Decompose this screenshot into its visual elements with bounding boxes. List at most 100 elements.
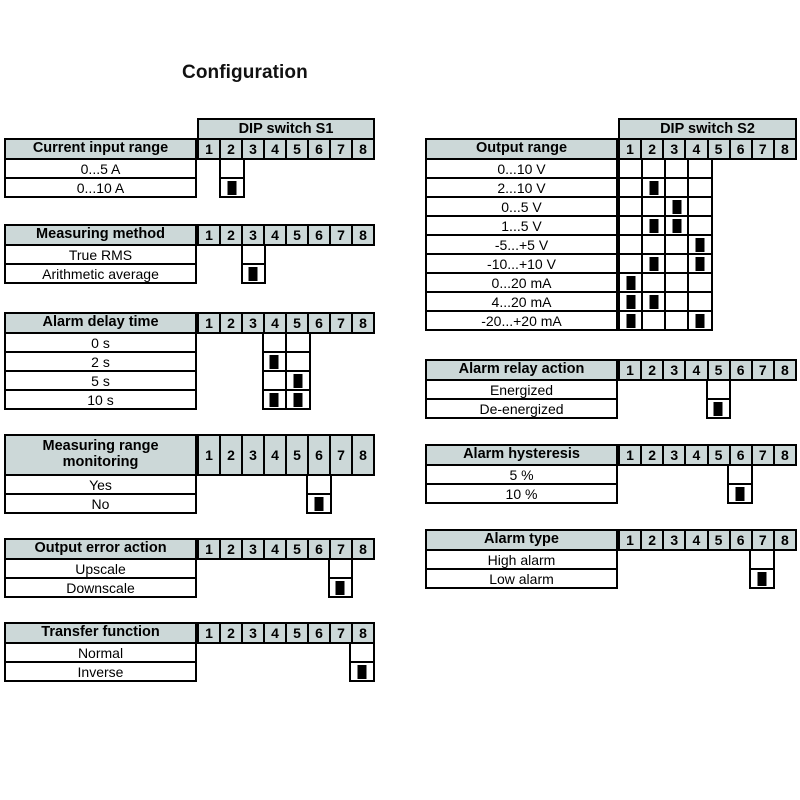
switch-cell-on-5[interactable]	[286, 389, 311, 410]
switch-cell-1[interactable]	[618, 253, 643, 274]
switch-cell-6	[734, 215, 755, 236]
switch-cell-6	[310, 158, 332, 179]
switch-cell-4[interactable]	[688, 196, 713, 217]
switch-number-8: 8	[773, 529, 797, 551]
switch-cell-2[interactable]	[642, 272, 666, 293]
switch-cell-7[interactable]	[749, 549, 776, 570]
switch-cell-on-4[interactable]	[688, 253, 713, 274]
switch-cell-on-2[interactable]	[642, 253, 666, 274]
switch-cell-7[interactable]	[327, 558, 354, 579]
switch-cell-4[interactable]	[688, 272, 713, 293]
option-label: 2...10 V	[425, 177, 618, 198]
switch-cell-on-1[interactable]	[618, 272, 643, 293]
switch-cell-7	[755, 310, 776, 331]
switch-cell-on-4[interactable]	[688, 310, 713, 331]
switch-cell-1[interactable]	[618, 196, 643, 217]
switch-cell-1[interactable]	[618, 177, 643, 198]
switch-cell-2[interactable]	[218, 158, 245, 179]
switch-cell-on-4[interactable]	[261, 389, 286, 410]
switch-cell-on-5[interactable]	[705, 398, 732, 419]
switch-cell-3[interactable]	[665, 272, 689, 293]
switch-cell-on-7[interactable]	[749, 568, 776, 589]
table-row: True RMS	[4, 244, 375, 265]
option-label: 10 s	[4, 389, 197, 410]
switch-cell-4[interactable]	[688, 215, 713, 236]
switch-cell-6	[734, 310, 755, 331]
switch-cell-4[interactable]	[261, 332, 286, 353]
switch-cell-2	[219, 263, 241, 284]
switch-cell-3[interactable]	[240, 244, 267, 265]
switch-cell-3[interactable]	[665, 253, 689, 274]
switch-cell-6[interactable]	[305, 474, 332, 495]
switch-cell-on-1[interactable]	[618, 310, 643, 331]
switch-marker-icon	[314, 496, 324, 511]
switch-cell-on-8[interactable]	[349, 661, 375, 682]
switch-cell-8	[776, 177, 797, 198]
switch-cell-4[interactable]	[261, 370, 286, 391]
table-row: 0...10 V	[425, 158, 797, 179]
switch-number-6: 6	[729, 359, 752, 381]
switch-number-3: 3	[242, 138, 264, 160]
switch-cell-2[interactable]	[642, 234, 666, 255]
table-title-cell: Measuring range monitoring	[4, 434, 197, 476]
switch-cell-5[interactable]	[286, 332, 311, 353]
switch-cell-4[interactable]	[688, 177, 713, 198]
switch-cell-1[interactable]	[618, 215, 643, 236]
switch-cell-on-2[interactable]	[642, 291, 666, 312]
switch-cell-on-3[interactable]	[240, 263, 267, 284]
switch-cell-3	[662, 483, 684, 504]
switch-cell-5[interactable]	[705, 379, 732, 400]
switch-cell-5[interactable]	[286, 351, 311, 372]
switch-cell-8[interactable]	[349, 642, 375, 663]
switch-number-7: 7	[751, 138, 774, 160]
switch-cell-on-3[interactable]	[665, 196, 689, 217]
switch-cell-6	[310, 263, 332, 284]
switch-cell-2[interactable]	[642, 196, 666, 217]
switch-cell-1[interactable]	[618, 234, 643, 255]
switch-cell-on-2[interactable]	[642, 177, 666, 198]
switch-cell-2	[219, 332, 241, 353]
switch-cell-on-6[interactable]	[727, 483, 754, 504]
switch-cell-2[interactable]	[642, 158, 666, 179]
switch-cell-4	[262, 474, 284, 495]
switch-cell-on-2[interactable]	[642, 215, 666, 236]
switch-cell-3[interactable]	[665, 158, 689, 179]
switch-cell-on-4[interactable]	[688, 234, 713, 255]
switch-cell-4[interactable]	[688, 158, 713, 179]
switch-number-4: 4	[264, 224, 286, 246]
switch-cell-7	[755, 272, 776, 293]
switch-marker-icon	[649, 256, 659, 271]
switch-cell-6[interactable]	[727, 464, 754, 485]
table-title-cell: Current input range	[4, 138, 197, 160]
switch-number-6: 6	[729, 444, 752, 466]
switch-cell-on-7[interactable]	[327, 577, 354, 598]
switch-cell-on-6[interactable]	[305, 493, 332, 514]
switch-cell-3[interactable]	[665, 291, 689, 312]
switch-cell-2[interactable]	[642, 310, 666, 331]
switch-cell-on-5[interactable]	[286, 370, 311, 391]
switch-cell-on-3[interactable]	[665, 215, 689, 236]
switch-cell-3[interactable]	[665, 234, 689, 255]
switch-cell-3[interactable]	[665, 177, 689, 198]
switch-cell-6	[310, 244, 332, 265]
switch-cell-on-4[interactable]	[261, 351, 286, 372]
switch-cell-1[interactable]	[618, 158, 643, 179]
switch-cell-on-2[interactable]	[218, 177, 245, 198]
switch-cell-on-1[interactable]	[618, 291, 643, 312]
switch-cell-3	[240, 332, 262, 353]
switch-cell-3[interactable]	[665, 310, 689, 331]
switch-cells	[197, 332, 375, 353]
table-row: Inverse	[4, 661, 375, 682]
option-label: 5 %	[425, 464, 618, 485]
dip-switch-banner: DIP switch S1	[4, 118, 375, 140]
switch-cell-3	[662, 379, 684, 400]
switch-cell-2	[219, 661, 241, 682]
switch-cell-5	[284, 474, 306, 495]
switch-number-4: 4	[264, 434, 286, 476]
switch-cell-4[interactable]	[688, 291, 713, 312]
switch-number-2: 2	[220, 138, 242, 160]
switch-marker-icon	[626, 294, 636, 309]
